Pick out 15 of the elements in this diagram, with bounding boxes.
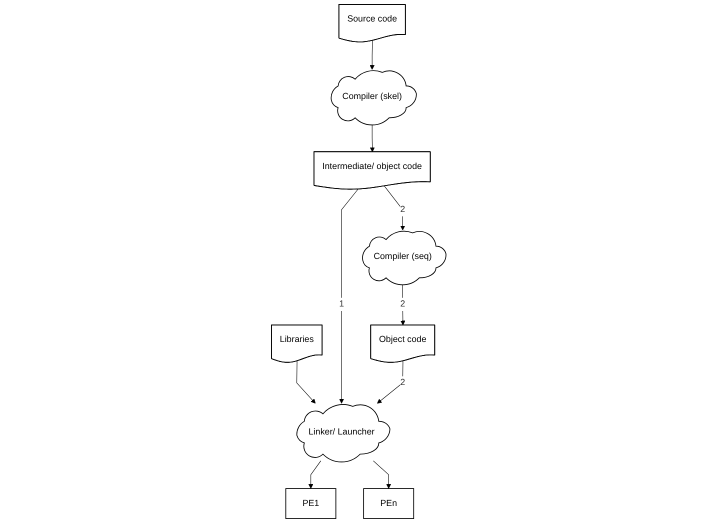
arrow bbox=[338, 188, 358, 404]
arrow bbox=[369, 40, 374, 70]
node-box: PEn bbox=[362, 488, 414, 519]
arrow bbox=[400, 284, 406, 326]
edge-label: 2 bbox=[400, 299, 405, 309]
arrow bbox=[376, 360, 404, 404]
edge-label: 2 bbox=[400, 204, 405, 214]
edge-label: 2 bbox=[400, 378, 405, 388]
arrow bbox=[296, 360, 316, 404]
arrow bbox=[308, 460, 321, 489]
arrow bbox=[372, 460, 391, 489]
edge-label: 1 bbox=[338, 299, 344, 309]
node-box: PE1 bbox=[285, 488, 336, 519]
arrow bbox=[370, 124, 375, 152]
arrow bbox=[384, 186, 405, 230]
